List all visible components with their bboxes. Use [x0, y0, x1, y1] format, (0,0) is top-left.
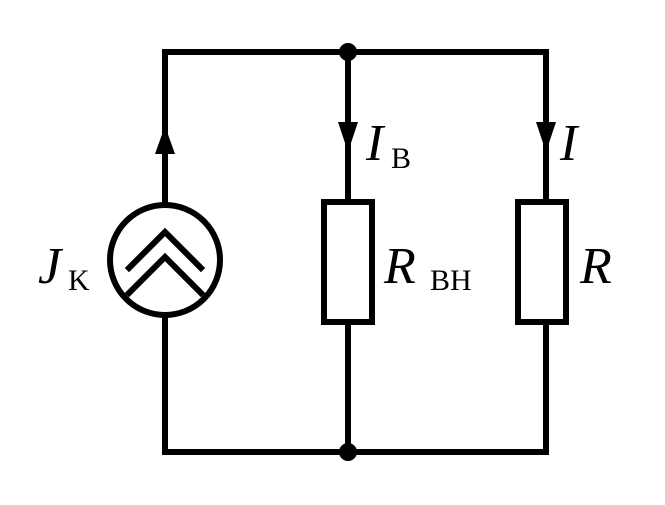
internal-resistor — [321, 199, 375, 325]
load-current-label: I — [559, 115, 580, 172]
internal-resistor-label-subscript: ВН — [430, 264, 472, 297]
source-label-subscript: K — [68, 264, 90, 297]
internal-current-arrow — [338, 122, 358, 152]
load-current-arrow — [536, 122, 556, 152]
bottom-junction-node — [339, 443, 357, 461]
source-current-arrow — [155, 126, 175, 154]
internal-current-label: I — [365, 115, 386, 172]
load-resistor-label: R — [579, 238, 612, 295]
internal-current-label-subscript: В — [391, 142, 411, 175]
load-resistor — [515, 199, 569, 325]
top-junction-node — [339, 43, 357, 61]
source-chevron-upper — [124, 227, 206, 273]
source-chevron-lower — [124, 252, 206, 298]
current-source-circle — [107, 202, 223, 318]
internal-resistor-label: R — [383, 238, 416, 295]
source-label: J — [38, 238, 64, 295]
